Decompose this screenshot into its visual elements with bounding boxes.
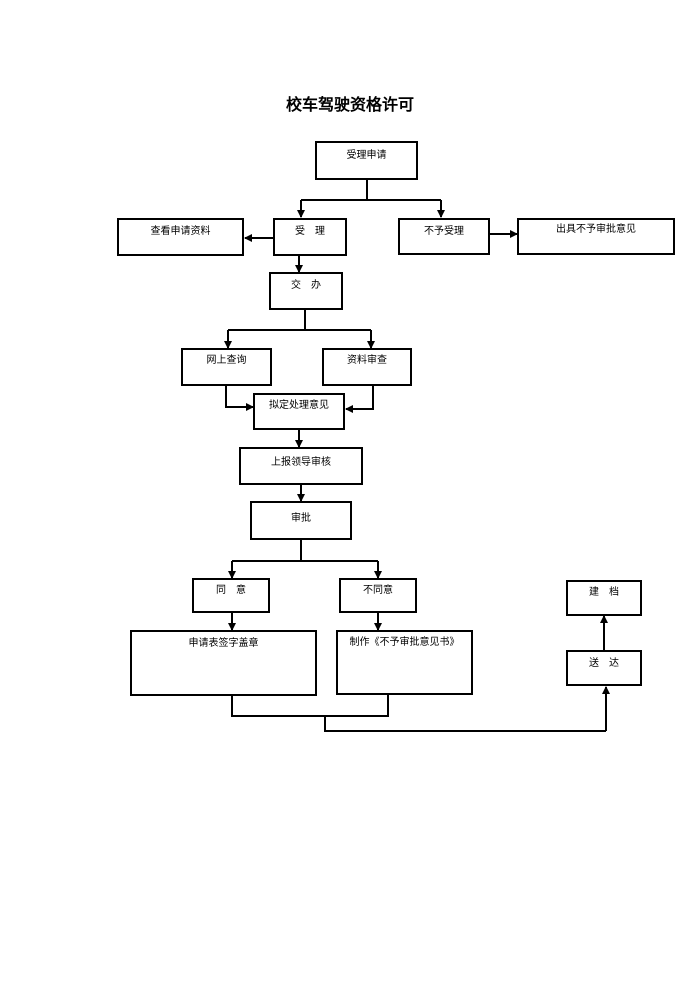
node-issue-rejection-opinion: 出具不予审批意见 <box>517 218 675 255</box>
node-label: 拟定处理意见 <box>269 400 329 411</box>
node-label: 出具不予审批意见 <box>556 224 636 235</box>
node-label: 交 办 <box>291 280 321 291</box>
node-label: 查看申请资料 <box>150 226 211 237</box>
node-not-accept: 不予受理 <box>398 218 490 255</box>
node-label: 制作《不予审批意见书》 <box>349 637 460 648</box>
node-accept-application: 受理申请 <box>315 141 418 180</box>
node-label: 申请表签字盖章 <box>188 638 259 649</box>
arrow-online-to-draft <box>225 386 254 411</box>
connector-bottom-merge <box>231 695 606 732</box>
node-material-review: 资料审查 <box>322 348 412 386</box>
node-label: 不同意 <box>363 585 393 596</box>
node-sign-and-seal: 申请表签字盖章 <box>130 630 317 696</box>
node-label: 网上查询 <box>206 355 247 366</box>
node-label: 受理申请 <box>346 150 387 161</box>
node-online-query: 网上查询 <box>181 348 272 386</box>
node-accept: 受 理 <box>273 218 347 256</box>
node-label: 建 档 <box>589 587 619 598</box>
node-approval: 审批 <box>250 501 352 540</box>
node-disagree: 不同意 <box>339 578 417 613</box>
arrow-review-to-draft <box>345 386 374 413</box>
node-report-leader-review: 上报领导审核 <box>239 447 363 485</box>
connector-assign-split <box>228 310 371 331</box>
node-agree: 同 意 <box>192 578 270 613</box>
node-deliver: 送 达 <box>566 650 642 686</box>
node-draft-opinion: 拟定处理意见 <box>253 393 345 430</box>
node-view-materials: 查看申请资料 <box>117 218 244 256</box>
node-assign: 交 办 <box>269 272 343 310</box>
page-title: 校车驾驶资格许可 <box>285 95 414 114</box>
node-label: 受 理 <box>295 226 325 237</box>
node-make-rejection-letter: 制作《不予审批意见书》 <box>336 630 473 695</box>
node-label: 审批 <box>291 513 311 524</box>
connector-apply-split <box>301 180 441 201</box>
node-label: 资料审查 <box>347 355 387 366</box>
node-label: 不予受理 <box>424 226 464 237</box>
node-label: 同 意 <box>216 585 246 596</box>
node-label: 上报领导审核 <box>271 457 331 468</box>
node-archive: 建 档 <box>566 580 642 616</box>
connector-approval-split <box>232 540 378 562</box>
node-label: 送 达 <box>589 658 619 669</box>
